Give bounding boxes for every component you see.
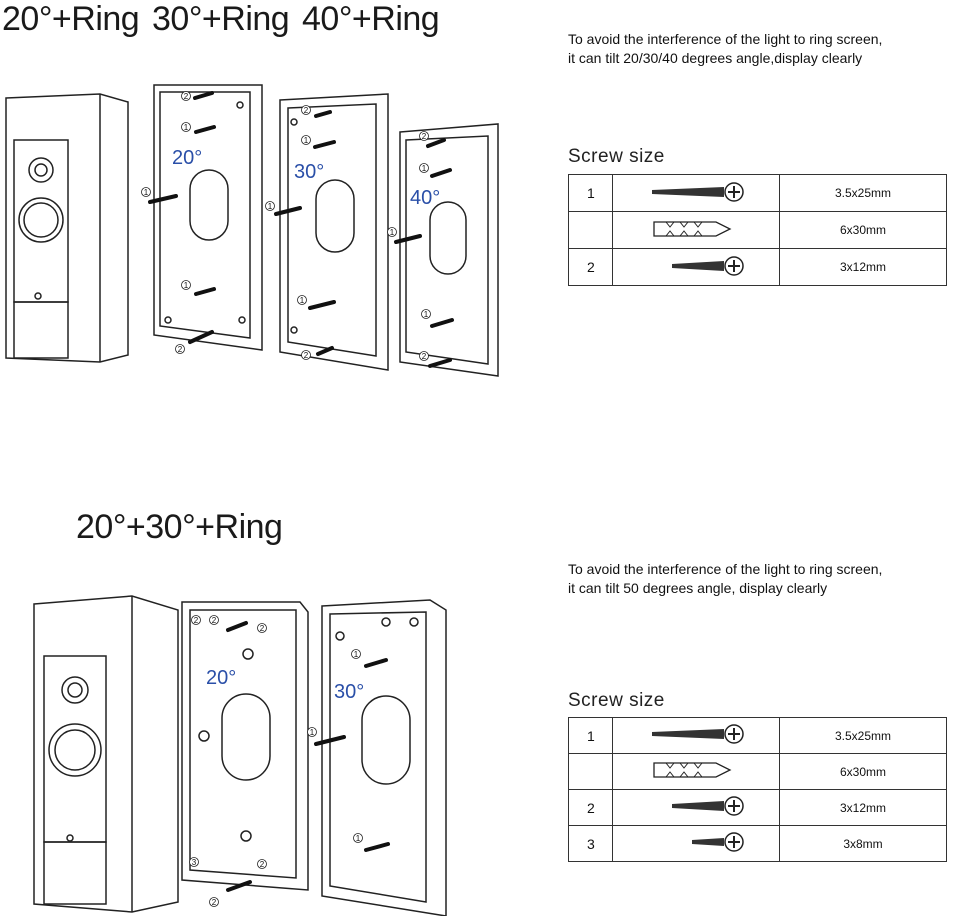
doorbell-illustration-1	[5, 93, 129, 363]
marker-1: 1	[144, 188, 149, 197]
screw-index: 1	[568, 717, 613, 754]
table-row: 1 3.5x25mm	[568, 174, 947, 212]
screw-size: 3x8mm	[779, 825, 947, 862]
table-row: 3 3x8mm	[568, 825, 947, 862]
screw-picture	[612, 717, 780, 754]
bracket-30-illustration	[279, 93, 389, 371]
marker-1: 1	[390, 228, 395, 237]
bracket-diagram-1: 2 1 1 1 2 2 1 1 1 2 2 1 1 1 2 20° 30° 40…	[5, 84, 499, 377]
screw-picture	[612, 248, 780, 286]
screw-index: 1	[568, 174, 613, 212]
wall-anchor-icon	[653, 220, 732, 237]
table-row: 2 3x12mm	[568, 248, 947, 286]
marker-2: 2	[212, 898, 217, 907]
title-40-ring: 40°+Ring	[302, 0, 440, 38]
marker-2: 2	[194, 616, 199, 625]
table-row: 6x30mm	[568, 753, 947, 790]
marker-1: 1	[184, 123, 189, 132]
bracket-20-illustration	[153, 84, 263, 351]
degree-label-40: 40°	[410, 187, 440, 209]
marker-2: 2	[184, 92, 189, 101]
marker-1: 1	[300, 296, 305, 305]
marker-2: 2	[422, 132, 427, 141]
screw-size: 3.5x25mm	[779, 174, 947, 212]
marker-2: 2	[422, 352, 427, 361]
degree-label-30: 30°	[334, 681, 364, 703]
short-screw-icon	[672, 796, 744, 816]
bracket-20-illustration	[181, 601, 309, 891]
title-20-ring: 20°+Ring	[2, 0, 140, 38]
title-30-ring: 30°+Ring	[152, 0, 290, 38]
marker-2: 2	[260, 624, 265, 633]
note-line-2: it can tilt 50 degrees angle, display cl…	[568, 580, 828, 596]
marker-2: 2	[304, 106, 309, 115]
screw-table-2: 1 3.5x25mm 6x30mm 2 3x1	[568, 717, 947, 862]
screw-size: 3x12mm	[779, 789, 947, 826]
marker-2: 2	[212, 616, 217, 625]
degree-label-20: 20°	[172, 147, 202, 169]
screw-size: 3x12mm	[779, 248, 947, 286]
bracket-30-illustration	[321, 599, 447, 916]
short-screw-icon	[672, 255, 744, 276]
screw-picture	[612, 789, 780, 826]
screw-index: 2	[568, 248, 613, 286]
screw-picture	[612, 211, 780, 249]
table-row: 2 3x12mm	[568, 789, 947, 826]
marker-1: 1	[356, 834, 361, 843]
bracket-diagram-2: 2 2 2 1 1 1 3 2 2 20° 30°	[33, 595, 447, 916]
table-row: 1 3.5x25mm	[568, 717, 947, 754]
marker-1: 1	[424, 310, 429, 319]
marker-3: 3	[192, 858, 197, 867]
marker-2: 2	[178, 345, 183, 354]
screw-size: 3.5x25mm	[779, 717, 947, 754]
marker-1: 1	[184, 281, 189, 290]
marker-2: 2	[260, 860, 265, 869]
marker-1: 1	[304, 136, 309, 145]
screw-picture	[612, 174, 780, 212]
screw-picture	[612, 825, 780, 862]
marker-2: 2	[304, 351, 309, 360]
long-screw-icon	[652, 181, 744, 202]
note-line-1: To avoid the interference of the light t…	[568, 31, 883, 47]
screw-size: 6x30mm	[779, 211, 947, 249]
marker-1: 1	[354, 650, 359, 659]
screw-index: 3	[568, 825, 613, 862]
screw-size: 6x30mm	[779, 753, 947, 790]
marker-1: 1	[268, 202, 273, 211]
screw-index	[568, 753, 613, 790]
table-row: 6x30mm	[568, 211, 947, 249]
bracket-40-illustration	[399, 123, 499, 377]
tiny-screw-icon	[692, 832, 744, 852]
degree-label-20: 20°	[206, 667, 236, 689]
long-screw-icon	[652, 724, 744, 744]
marker-1: 1	[422, 164, 427, 173]
title-20-30-ring: 20°+30°+Ring	[76, 508, 283, 546]
screw-size-title-1: Screw size	[568, 146, 665, 167]
screw-index	[568, 211, 613, 249]
marker-1: 1	[310, 728, 315, 737]
degree-label-30: 30°	[294, 161, 324, 183]
note-section1: To avoid the interference of the light t…	[568, 30, 882, 68]
screw-size-title-2: Screw size	[568, 690, 665, 711]
note-line-2: it can tilt 20/30/40 degrees angle,displ…	[568, 50, 863, 66]
screw-picture	[612, 753, 780, 790]
note-line-1: To avoid the interference of the light t…	[568, 561, 883, 577]
wall-anchor-icon	[653, 762, 732, 778]
note-section2: To avoid the interference of the light t…	[568, 560, 882, 598]
doorbell-illustration-2	[33, 595, 179, 913]
screw-table-1: 1 3.5x25mm 6x30mm 2 3x1	[568, 174, 947, 286]
screw-index: 2	[568, 789, 613, 826]
